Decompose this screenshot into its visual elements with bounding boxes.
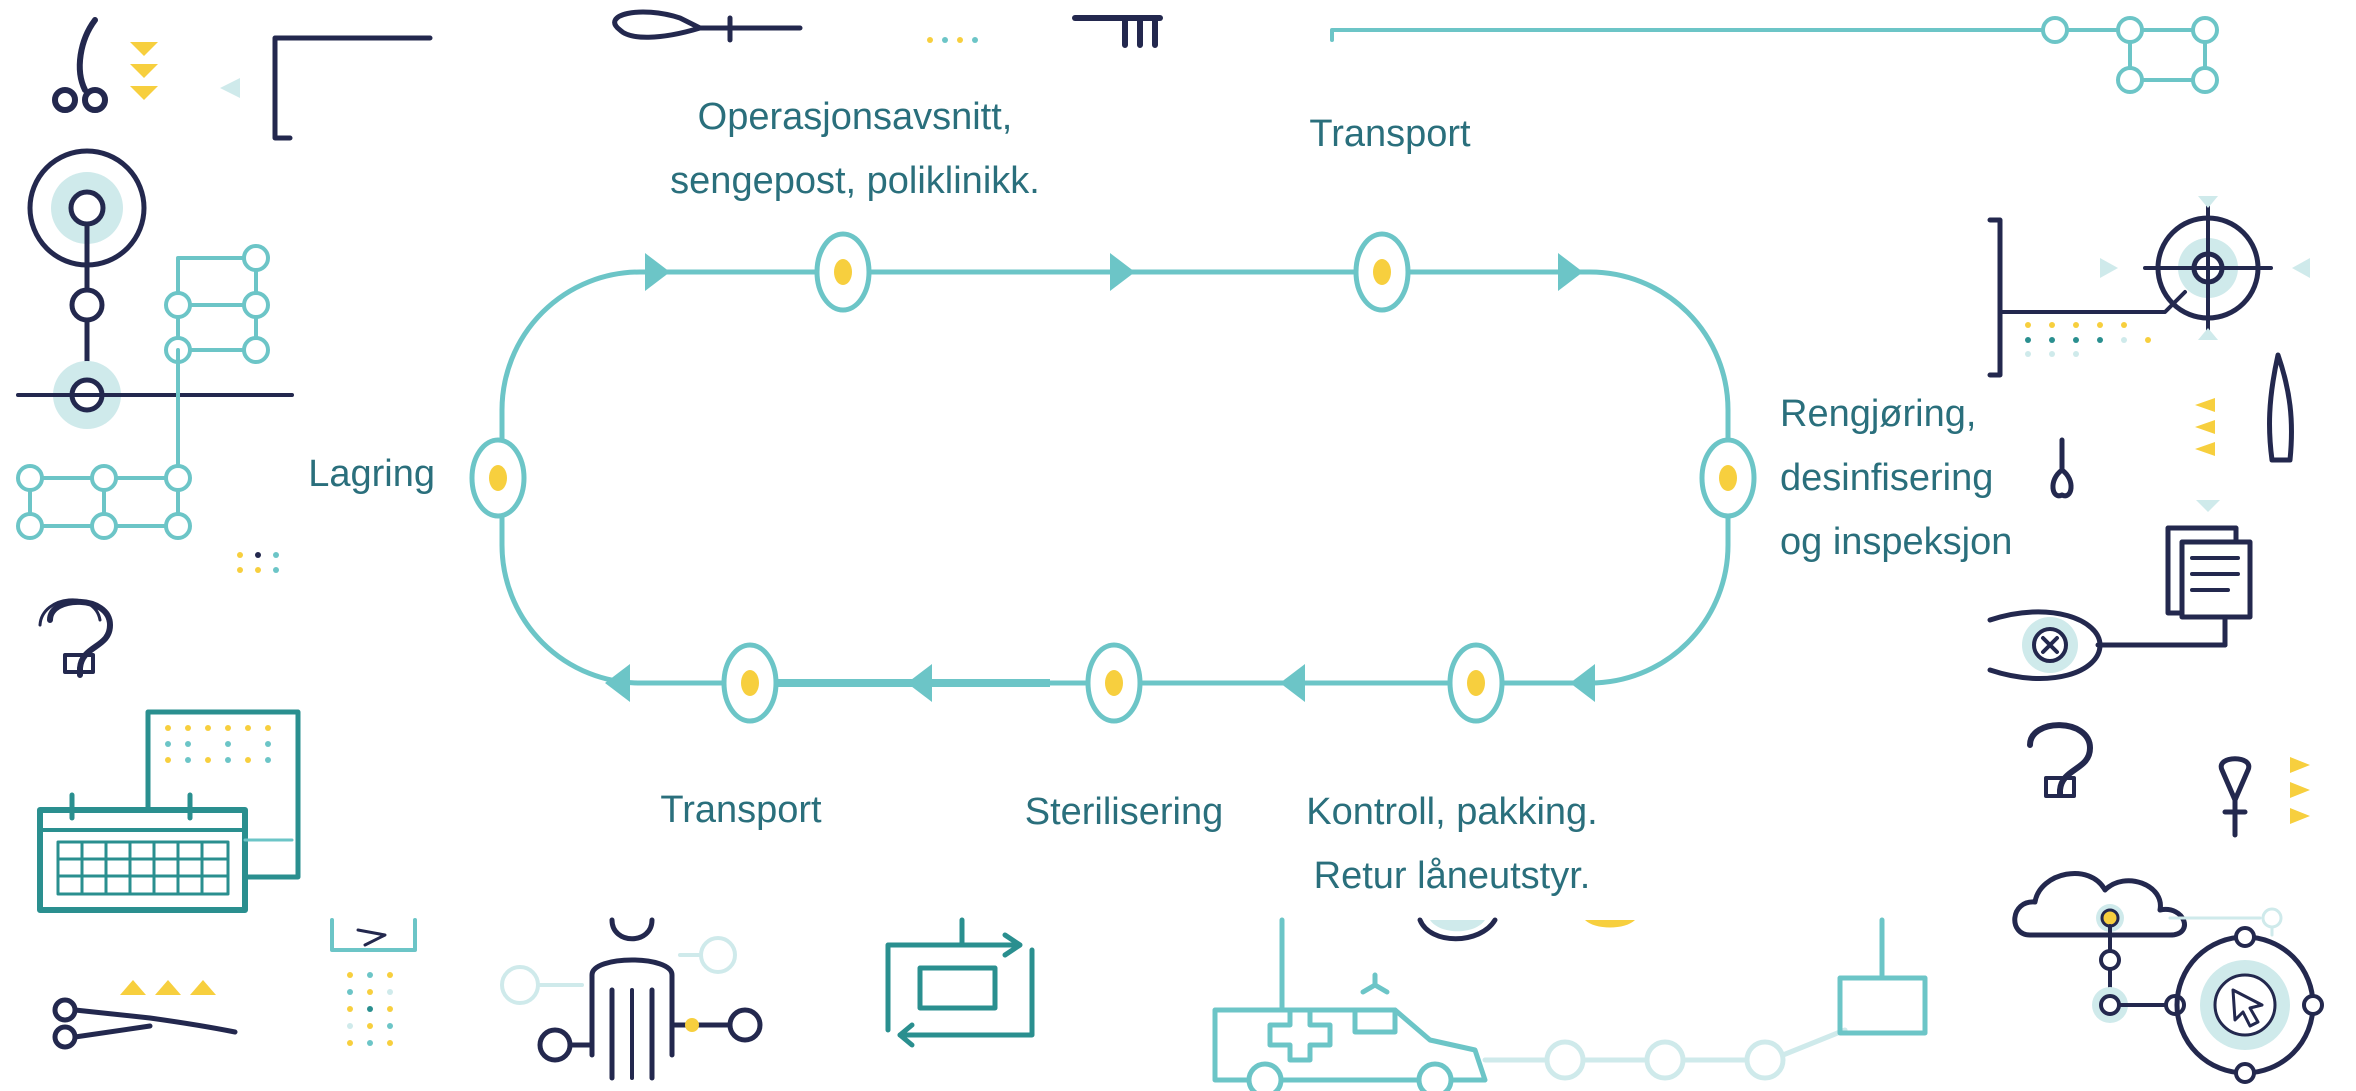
process-loop xyxy=(469,231,1757,724)
clamp-icon xyxy=(2050,437,2074,499)
crosshair-network-icon xyxy=(1987,196,2310,378)
cloud-network-icon xyxy=(2012,871,2324,1084)
stage-label-line: Operasjonsavsnitt, xyxy=(697,96,1013,138)
arrows-left-icon xyxy=(130,42,158,100)
flow-arrow-right-1 xyxy=(645,253,670,291)
question-left-icon xyxy=(38,598,113,678)
stage-label-kontroll: Kontroll, pakking. Retur låneutstyr. xyxy=(1306,780,1598,908)
button-x-icon xyxy=(1987,609,2103,681)
stage-label-transport-bottom: Transport xyxy=(660,778,821,842)
scalpel-icon xyxy=(2267,352,2294,463)
flow-arrow-left-1 xyxy=(1570,664,1595,702)
dots-left-icon xyxy=(237,552,279,573)
stage-label-line: Transport xyxy=(1309,113,1471,155)
target-network-icon xyxy=(16,148,294,429)
flow-arrow-right-2 xyxy=(1110,253,1135,291)
stage-label-line: Retur låneutstyr. xyxy=(1313,855,1591,897)
stage-label-operasjon: Operasjonsavsnitt, sengepost, poliklinik… xyxy=(670,85,1040,213)
grid-network-left-icon xyxy=(16,244,270,540)
arrows-bottom-left-icon xyxy=(120,980,216,995)
node-top-left xyxy=(814,231,872,313)
triangle-small-icon xyxy=(220,78,240,98)
question-right-icon xyxy=(2027,722,2093,798)
scissors-bottom-left-icon xyxy=(52,997,238,1050)
stage-label-lagring: Lagring xyxy=(308,442,435,506)
hanging-box-icon xyxy=(1837,917,1928,1036)
monitor-icon xyxy=(330,918,417,952)
stage-label-line: Lagring xyxy=(308,453,435,495)
flow-arrow-right-3 xyxy=(1558,253,1583,291)
node-left xyxy=(469,437,527,519)
node-top-right xyxy=(1353,231,1411,313)
network-top-icon xyxy=(1330,16,2219,94)
stage-label-line: sengepost, poliklinikk. xyxy=(670,160,1040,202)
calendar-icon xyxy=(37,709,301,913)
flow-arrow-left-2 xyxy=(1280,664,1305,702)
arrows-right-icon xyxy=(2195,398,2215,456)
stage-label-line: og inspeksjon xyxy=(1780,521,2013,563)
stage-label-line: Rengjøring, xyxy=(1780,393,1977,435)
triangle-down-icon xyxy=(2196,500,2220,512)
stage-label-line: Transport xyxy=(660,789,822,831)
forceps-top-icon xyxy=(1072,15,1163,48)
frame-corner-icon xyxy=(272,35,433,141)
stage-label-line: Kontroll, pakking. xyxy=(1306,791,1598,833)
probe-icon xyxy=(612,9,803,43)
dots-top-icon xyxy=(927,37,978,43)
ambulance-icon xyxy=(1212,917,1848,1091)
dots-bottom-icon xyxy=(347,972,393,1046)
half-target-icon xyxy=(1417,917,1635,942)
node-bottom-left xyxy=(721,642,779,724)
stage-label-line: desinfisering xyxy=(1780,457,1994,499)
decoration-layer xyxy=(16,9,2324,1091)
document-icon xyxy=(2095,525,2253,648)
person-icon xyxy=(500,917,763,1081)
loop-path xyxy=(499,269,1731,686)
arrows-right-lower-icon xyxy=(2290,757,2310,824)
node-bottom-mid xyxy=(1085,642,1143,724)
scissors-left-icon xyxy=(52,17,108,113)
cycle-box-icon xyxy=(885,917,1035,1048)
node-right xyxy=(1699,437,1757,519)
stage-label-sterilisering: Sterilisering xyxy=(1025,780,1224,844)
node-bottom-right xyxy=(1447,642,1505,724)
stage-label-transport-top: Transport xyxy=(1309,102,1470,166)
stage-label-rengjoring: Rengjøring, desinfisering og inspeksjon xyxy=(1780,382,2012,574)
flow-arrow-left-3 xyxy=(907,664,932,702)
pin-icon xyxy=(2218,756,2252,838)
stage-label-line: Sterilisering xyxy=(1024,791,1224,833)
flow-arrow-left-4 xyxy=(605,664,630,702)
